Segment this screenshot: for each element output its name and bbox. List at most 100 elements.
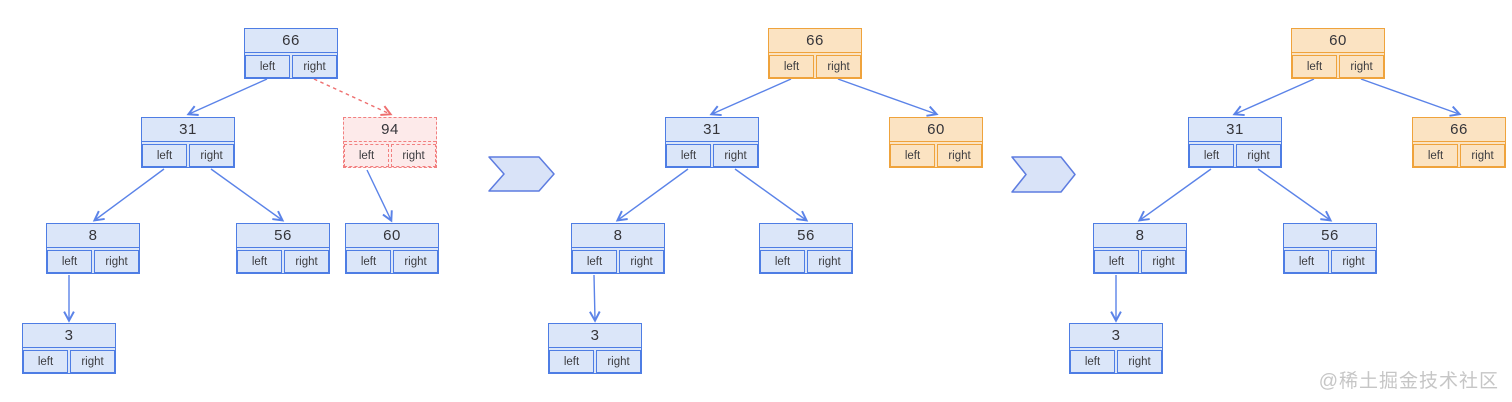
node-value: 8 — [572, 224, 664, 248]
node-left-pointer: left — [572, 250, 617, 273]
step-arrow-icons — [488, 156, 1076, 193]
node-value: 66 — [769, 29, 861, 53]
node-value: 56 — [237, 224, 329, 248]
tree-edge — [709, 78, 792, 117]
node-left-pointer: left — [549, 350, 594, 373]
node-left-pointer: left — [1413, 144, 1458, 167]
node-value: 66 — [1413, 118, 1505, 142]
node-right-pointer: right — [619, 250, 664, 273]
tree-edge — [1360, 78, 1462, 117]
node-right-pointer: right — [1141, 250, 1186, 273]
node-left-pointer: left — [890, 144, 935, 167]
node-right-pointer: right — [70, 350, 115, 373]
node-left-pointer: left — [1070, 350, 1115, 373]
node-left-pointer: left — [245, 55, 290, 78]
node-right-pointer: right — [816, 55, 861, 78]
node-left-pointer: left — [1094, 250, 1139, 273]
tree-edge — [615, 168, 689, 222]
node-value: 56 — [1284, 224, 1376, 248]
tree-edges — [63, 78, 1462, 323]
node-right-pointer: right — [596, 350, 641, 373]
tree-edge — [734, 168, 809, 222]
node-value: 60 — [346, 224, 438, 248]
node-left-pointer: left — [1284, 250, 1329, 273]
node-right-pointer: right — [1331, 250, 1376, 273]
chevron-right-icon — [488, 156, 555, 192]
tree-edge — [186, 78, 268, 117]
chevron-right-icon — [1011, 156, 1076, 193]
tree-edge — [313, 78, 393, 116]
node-left-pointer: left — [1189, 144, 1234, 167]
tree-edge — [366, 169, 393, 223]
node-value: 60 — [1292, 29, 1384, 53]
node-value: 31 — [666, 118, 758, 142]
tree-edge — [1232, 78, 1315, 117]
node-right-pointer: right — [1117, 350, 1162, 373]
node-value: 3 — [549, 324, 641, 348]
node-value: 94 — [344, 118, 436, 142]
node-value: 56 — [760, 224, 852, 248]
node-left-pointer: left — [237, 250, 282, 273]
tree-edge — [210, 168, 285, 222]
node-left-pointer: left — [47, 250, 92, 273]
node-value: 3 — [1070, 324, 1162, 348]
node-value: 8 — [1094, 224, 1186, 248]
node-right-pointer: right — [1339, 55, 1384, 78]
tree-edge — [837, 78, 939, 117]
node-value: 31 — [142, 118, 234, 142]
node-right-pointer: right — [189, 144, 234, 167]
node-right-pointer: right — [284, 250, 329, 273]
node-right-pointer: right — [292, 55, 337, 78]
node-value: 3 — [23, 324, 115, 348]
node-value: 60 — [890, 118, 982, 142]
node-left-pointer: left — [346, 250, 391, 273]
node-right-pointer: right — [937, 144, 982, 167]
node-right-pointer: right — [94, 250, 139, 273]
node-right-pointer: right — [1236, 144, 1281, 167]
node-left-pointer: left — [344, 144, 389, 167]
node-left-pointer: left — [23, 350, 68, 373]
watermark-text: @稀土掘金技术社区 — [1318, 371, 1499, 392]
node-left-pointer: left — [142, 144, 187, 167]
node-left-pointer: left — [666, 144, 711, 167]
node-right-pointer: right — [713, 144, 758, 167]
tree-edge — [589, 274, 601, 323]
tree-edge — [92, 168, 165, 222]
tree-edge — [1137, 168, 1212, 222]
node-left-pointer: left — [769, 55, 814, 78]
node-value: 66 — [245, 29, 337, 53]
